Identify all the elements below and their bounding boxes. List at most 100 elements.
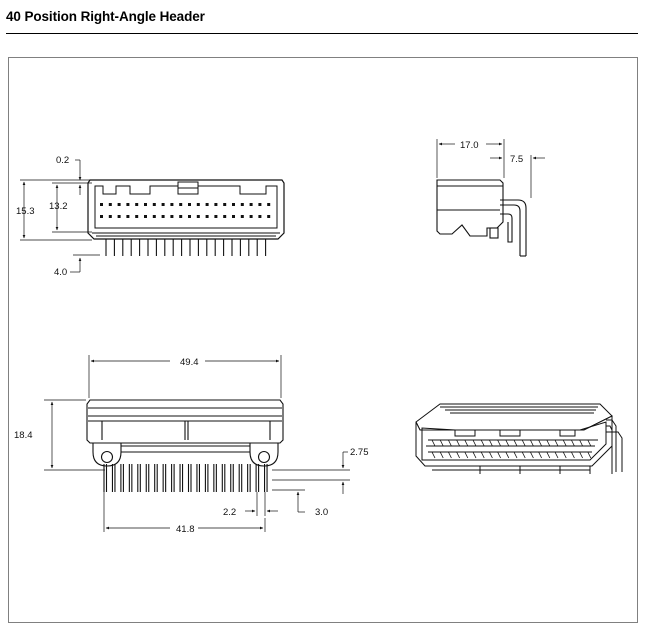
contact-hole	[249, 203, 253, 206]
contact-row-bottom	[100, 215, 271, 218]
contact	[546, 439, 551, 447]
contact	[587, 439, 592, 447]
dim-bottom-overall-width: 49.4	[180, 357, 199, 368]
contact	[554, 439, 559, 447]
contact	[538, 451, 542, 459]
front-pins	[105, 239, 267, 256]
contact	[562, 439, 567, 447]
contact-hole	[144, 203, 147, 206]
contact-hole	[188, 215, 191, 218]
contact-hole	[179, 203, 183, 206]
dim-bottom-height: 18.4	[14, 430, 33, 441]
bottom-dimensions	[44, 355, 350, 532]
contact	[513, 451, 518, 459]
contact-hole	[126, 203, 130, 206]
contact-hole	[179, 215, 183, 218]
contact	[538, 439, 542, 447]
contact-hole	[214, 215, 218, 218]
contact-hole	[100, 215, 103, 218]
contact-hole	[108, 203, 112, 206]
contact	[497, 439, 501, 447]
dim-bottom-pin-offset: 2.75	[350, 447, 369, 458]
contact	[562, 451, 567, 459]
contact-hole	[152, 203, 156, 206]
contact	[439, 439, 444, 447]
contact-hole	[135, 215, 139, 218]
front-dimensions	[20, 159, 100, 273]
contact-hole	[117, 203, 121, 206]
contact	[464, 451, 469, 459]
contact-hole	[240, 203, 244, 206]
side-view	[436, 179, 527, 257]
contact-row-top	[100, 203, 271, 206]
dim-front-top-gap: 0.2	[56, 155, 69, 166]
contact-hole	[170, 203, 174, 206]
page-title: 40 Position Right-Angle Header	[6, 9, 205, 24]
front-view	[87, 179, 285, 256]
contact-hole	[196, 203, 200, 206]
dim-front-pin-length: 4.0	[54, 267, 67, 278]
dim-side-pin-offset: 7.5	[510, 154, 523, 165]
dim-bottom-row-offset: 3.0	[315, 507, 328, 518]
contact-hole	[135, 203, 139, 206]
contact-hole	[152, 215, 156, 218]
contact-hole	[188, 203, 191, 206]
bottom-view	[86, 399, 284, 492]
contact-hole	[267, 215, 271, 218]
isometric-view	[415, 403, 623, 474]
contact	[480, 439, 485, 447]
contact	[530, 439, 534, 447]
contact-hole	[100, 203, 103, 206]
title-rule	[6, 33, 638, 34]
contact	[554, 451, 559, 459]
contact	[489, 451, 493, 459]
contact-hole	[161, 215, 165, 218]
dim-front-overall-height: 15.3	[16, 206, 35, 217]
contact-hole	[223, 203, 227, 206]
contact	[571, 439, 575, 447]
contact-hole	[144, 215, 147, 218]
contact	[546, 451, 551, 459]
contact	[431, 439, 436, 447]
contact-hole	[108, 215, 112, 218]
isometric-contacts	[431, 439, 592, 459]
contact	[513, 439, 518, 447]
contact-hole	[232, 215, 235, 218]
contact-hole	[249, 215, 253, 218]
contact	[448, 439, 452, 447]
dim-side-depth: 17.0	[460, 140, 479, 151]
contact-hole	[232, 203, 235, 206]
contact	[521, 439, 526, 447]
contact	[505, 451, 510, 459]
contact	[456, 451, 460, 459]
contact-hole	[196, 215, 200, 218]
contact	[448, 451, 452, 459]
contact	[439, 451, 444, 459]
contact-hole	[214, 203, 218, 206]
contact-hole	[205, 203, 209, 206]
contact-hole	[170, 215, 174, 218]
dim-bottom-pitch: 2.2	[223, 507, 236, 518]
contact	[587, 451, 592, 459]
contact-hole	[205, 215, 209, 218]
contact	[497, 451, 501, 459]
drawing-frame	[8, 57, 638, 623]
contact	[521, 451, 526, 459]
contact	[480, 451, 485, 459]
contact	[464, 439, 469, 447]
contact-hole	[267, 203, 271, 206]
bottom-pins	[103, 464, 268, 492]
contact	[530, 451, 534, 459]
contact	[472, 451, 477, 459]
contact	[579, 439, 583, 447]
contact	[579, 451, 583, 459]
contact-hole	[223, 215, 227, 218]
side-dimensions	[436, 139, 545, 198]
contact	[431, 451, 436, 459]
contact-hole	[117, 215, 121, 218]
contact-hole	[240, 215, 244, 218]
contact-hole	[161, 203, 165, 206]
contact	[472, 439, 477, 447]
contact	[456, 439, 460, 447]
